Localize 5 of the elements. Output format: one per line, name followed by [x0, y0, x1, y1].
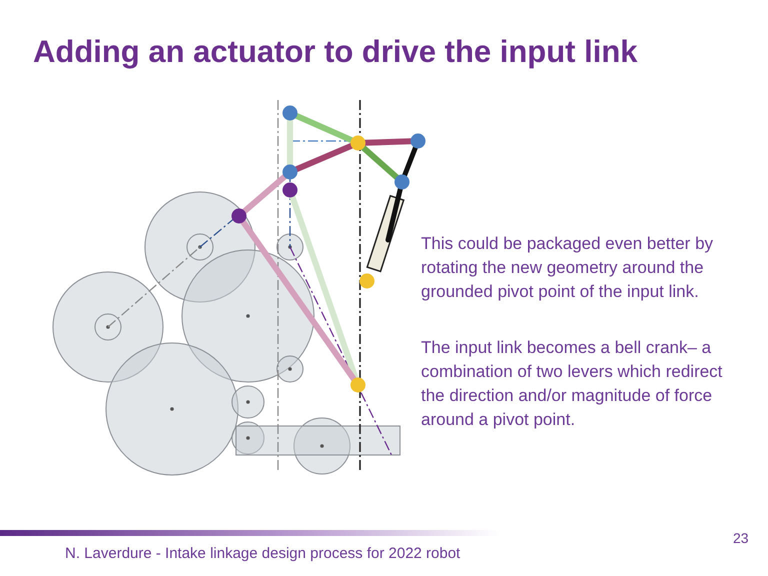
page-number: 23	[733, 530, 749, 546]
body-paragraph: The input link becomes a bell crank– a combination of two levers which redirect the direction and/or magnitude of force around a pivot point.	[421, 337, 724, 431]
slide-title: Adding an actuator to drive the input link	[33, 34, 638, 70]
footer-text: N. Laverdure - Intake linkage design process for 2022 robot	[65, 545, 460, 562]
body-paragraph: This could be packaged even better by rotating the new geometry around the grounded pivot point of the input link.	[421, 233, 714, 303]
